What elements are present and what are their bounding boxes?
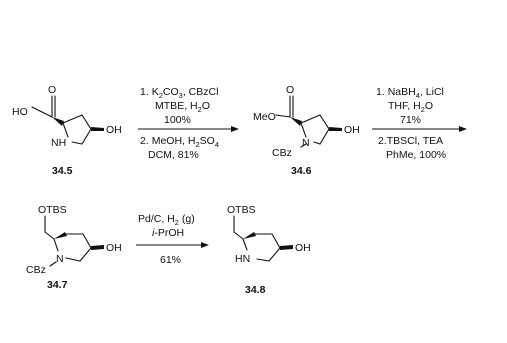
step-1-above-line-1: 1. K2CO3, CBzCl bbox=[140, 86, 218, 100]
compound-34-6-n: N bbox=[302, 137, 310, 149]
compound-34-5-o-carbonyl: O bbox=[48, 84, 56, 96]
compound-34-5: O HO NH OH 34.5 bbox=[12, 84, 122, 177]
compound-34-7-id: 34.7 bbox=[47, 279, 68, 291]
step-1-below-line-1: 2. MeOH, H2SO4 bbox=[140, 135, 219, 149]
step-2-below-line-2: PhMe, 100% bbox=[386, 149, 446, 161]
step-2-above-line-2: THF, H2O bbox=[388, 100, 433, 114]
compound-34-6-oh: OH bbox=[344, 124, 360, 136]
compound-34-5-oh: OH bbox=[106, 124, 122, 136]
compound-34-6-cbz: CBz bbox=[272, 147, 292, 159]
compound-34-5-nh: NH bbox=[51, 137, 66, 149]
compound-34-7-cbz: CBz bbox=[26, 264, 46, 276]
step-2-above-line-1: 1. NaBH4, LiCl bbox=[376, 86, 444, 100]
compound-34-6-o-carbonyl: O bbox=[286, 84, 294, 96]
compound-34-8-bonds bbox=[233, 215, 293, 262]
compound-34-8-otbs: OTBS bbox=[227, 204, 256, 216]
compound-34-7-oh: OH bbox=[106, 242, 122, 254]
compound-34-6: O MeO N CBz OH 34.6 bbox=[253, 84, 360, 177]
step-2-above-line-3: 71% bbox=[400, 114, 421, 126]
step-2-below-line-1: 2.TBSCl, TEA bbox=[378, 135, 443, 147]
compound-34-7-otbs: OTBS bbox=[38, 204, 67, 216]
step-3-above-line-1: Pd/C, H2 (g) bbox=[138, 213, 195, 227]
step-1-below-line-2: DCM, 81% bbox=[148, 149, 199, 161]
reaction-step-3: Pd/C, H2 (g) i-PrOH 61% bbox=[136, 213, 209, 266]
step-3-below-line-1: 61% bbox=[160, 254, 181, 266]
step-1-above-line-2: MTBE, H2O bbox=[155, 100, 210, 114]
compound-34-7-bonds bbox=[44, 215, 104, 267]
compound-34-5-id: 34.5 bbox=[52, 165, 73, 177]
compound-34-6-id: 34.6 bbox=[291, 165, 312, 177]
step-3-above-line-2: i-PrOH bbox=[152, 227, 184, 239]
reaction-step-2: 1. NaBH4, LiCl THF, H2O 71% 2.TBSCl, TEA… bbox=[372, 86, 467, 161]
compound-34-8-hn: HN bbox=[235, 253, 250, 265]
compound-34-7: OTBS N CBz OH 34.7 bbox=[26, 204, 122, 291]
step-1-above-line-3: 100% bbox=[164, 114, 191, 126]
compound-34-5-ho-acid: HO bbox=[12, 106, 28, 118]
compound-34-8: OTBS HN OH 34.8 bbox=[227, 204, 311, 296]
compound-34-6-bonds bbox=[275, 95, 342, 148]
compound-34-8-oh: OH bbox=[295, 242, 311, 254]
compound-34-8-id: 34.8 bbox=[245, 284, 266, 296]
reaction-step-1: 1. K2CO3, CBzCl MTBE, H2O 100% 2. MeOH, … bbox=[138, 86, 239, 161]
compound-34-7-n: N bbox=[56, 253, 64, 265]
compound-34-5-bonds bbox=[31, 95, 104, 145]
compound-34-6-meo: MeO bbox=[253, 111, 276, 123]
